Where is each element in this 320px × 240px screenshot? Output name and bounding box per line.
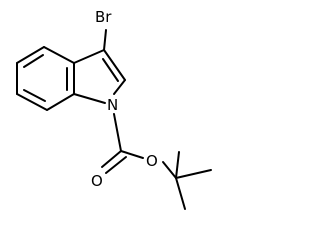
bond-n1-c7a [73, 93, 106, 104]
bond-n1-carbonyl-carbon [113, 113, 122, 152]
bond-c3-c2-inner [102, 58, 119, 82]
atom-label-ester-oxygen: O [146, 152, 158, 170]
bond-c3-br [103, 29, 107, 51]
atom-label-bromine: Br [95, 8, 112, 26]
bond-carbonyl-double-a [101, 150, 122, 168]
bond-c5-c4-inner [23, 54, 44, 68]
bond-c2-n1 [113, 79, 126, 95]
bond-carbonyl-ester-o [120, 150, 144, 159]
bond-c5-c4 [16, 46, 45, 64]
chemical-structure: Br N O O [16, 8, 212, 210]
pyrrole-ring [73, 49, 126, 104]
boc-group [101, 113, 212, 210]
bond-tbu-methyl-down [175, 177, 186, 210]
benzene-ring [16, 46, 75, 111]
bond-carbonyl-double-b [105, 156, 127, 174]
bond-c3-c2 [103, 49, 126, 81]
bond-c7a-c7 [46, 93, 75, 111]
atom-label-carbonyl-oxygen: O [91, 172, 103, 190]
atom-label-nitrogen: N [107, 96, 118, 114]
bond-c7-c6 [16, 93, 48, 111]
bond-c4-c3a [43, 46, 75, 64]
bond-c7-c6-inner [23, 89, 46, 102]
bond-c3a-c3 [73, 49, 105, 64]
bond-ester-o-quaternary-c [162, 161, 177, 179]
bond-tbu-methyl-right [175, 169, 212, 179]
bond-tbu-methyl-up [175, 151, 180, 179]
